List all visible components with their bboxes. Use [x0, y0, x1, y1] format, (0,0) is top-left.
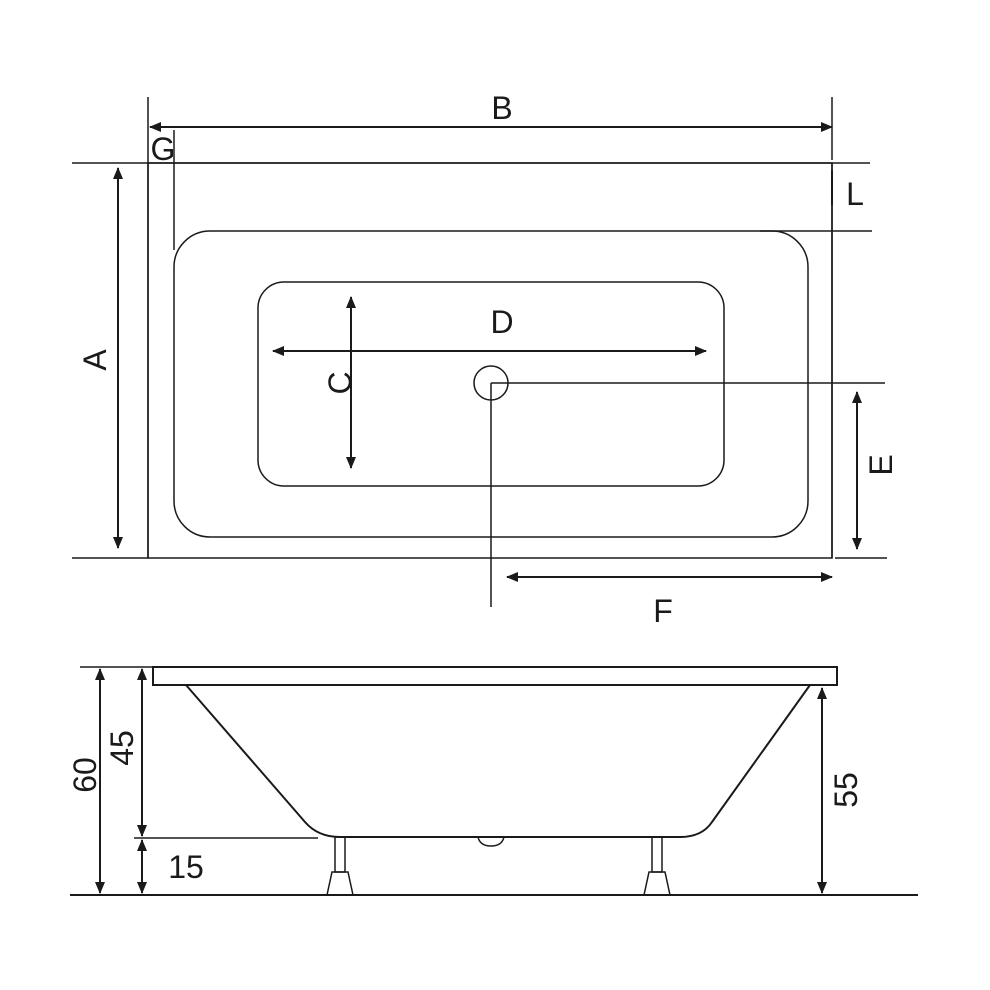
- label-L: L: [846, 176, 864, 212]
- label-B: B: [491, 90, 512, 126]
- label-total-height: 60: [67, 757, 103, 793]
- label-leg-height: 15: [168, 849, 204, 885]
- side-view: 60 45 15 55: [67, 666, 918, 896]
- label-rim-height: 55: [828, 772, 864, 808]
- drain-outlet: [477, 836, 505, 847]
- tub-body: [185, 684, 811, 838]
- outer-rim: [147, 162, 833, 559]
- tub-rim: [152, 666, 838, 686]
- label-F: F: [653, 593, 673, 629]
- label-C: C: [322, 371, 358, 394]
- label-A: A: [77, 349, 113, 371]
- label-E: E: [863, 454, 899, 475]
- leg-right: [643, 836, 671, 896]
- label-tub-height: 45: [104, 730, 140, 766]
- label-D: D: [490, 304, 513, 340]
- label-G: G: [151, 131, 176, 167]
- top-view: B G L D F A C E: [72, 90, 899, 629]
- leg-left: [326, 836, 354, 896]
